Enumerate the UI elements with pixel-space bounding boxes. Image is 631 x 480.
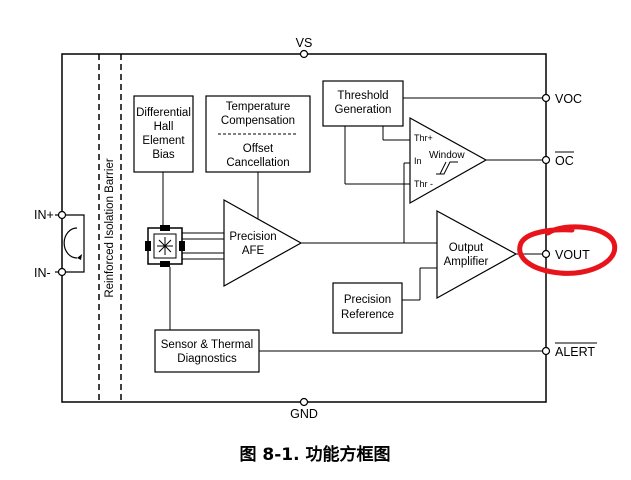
output-amplifier — [436, 209, 518, 300]
afe-text-2: AFE — [242, 245, 265, 257]
current-flow-arrow-icon — [63, 227, 78, 259]
hall-terminal-top — [160, 225, 170, 231]
hall-bias-text-1: Differential — [136, 107, 191, 119]
offset-cancel-text-2: Cancellation — [226, 157, 289, 169]
offset-cancel-text-1: Offset — [243, 143, 274, 155]
hysteresis-icon — [436, 161, 458, 175]
sensor-diagnostics-block — [154, 329, 260, 373]
output-amp-text-2: Amplifier — [444, 256, 489, 268]
gnd-pin — [299, 397, 309, 407]
window-comparator — [409, 116, 488, 205]
precision-ref-text-2: Reference — [341, 309, 394, 321]
temp-comp-text-2: Compensation — [221, 115, 295, 127]
threshold-generation-block — [322, 80, 404, 127]
hall-cross-icon — [157, 237, 173, 255]
in-plus-label: IN+ — [34, 208, 54, 222]
alert-label: ALERT — [555, 345, 595, 359]
precision-afe-amplifier — [223, 198, 303, 288]
vout-pin — [541, 249, 551, 259]
figure-caption: 图 8-1. 功能方框图 — [239, 444, 390, 465]
oc-label: OC — [555, 154, 574, 168]
voc-pin — [541, 93, 551, 103]
in-plus-pin — [57, 210, 67, 220]
output-amp-text-1: Output — [449, 242, 484, 254]
in-minus-label: IN- — [34, 266, 51, 280]
vout-highlight-circle — [517, 224, 618, 276]
vs-label: VS — [296, 36, 313, 50]
vs-pin — [299, 49, 309, 59]
hall-terminal-right — [179, 241, 185, 251]
hall-terminal-left — [145, 241, 151, 251]
vout-label: VOUT — [555, 248, 590, 262]
voc-label: VOC — [555, 92, 582, 106]
oc-pin — [541, 155, 551, 165]
hall-sensor-inner — [153, 233, 177, 259]
threshold-gen-text-2: Generation — [335, 104, 392, 116]
alert-pin — [541, 346, 551, 356]
current-flow-arrowhead-icon — [77, 254, 82, 260]
window-thr-minus-label: Thr - — [414, 179, 433, 189]
wires — [162, 97, 543, 352]
temp-comp-text-1: Temperature — [226, 101, 291, 113]
hall-bias-text-4: Bias — [152, 149, 175, 161]
window-thr-plus-label: Thr+ — [414, 133, 433, 143]
afe-text-1: Precision — [229, 231, 276, 243]
precision-ref-text-1: Precision — [344, 294, 391, 306]
precision-reference-block — [332, 282, 403, 334]
hall-terminal-bottom — [160, 261, 170, 267]
hall-bias-block — [133, 95, 194, 173]
current-conductor-loop — [66, 214, 85, 273]
hall-bias-text-2: Hall — [154, 121, 174, 133]
sensor-diag-text-1: Sensor & Thermal — [161, 339, 253, 351]
in-minus-pin — [57, 267, 67, 277]
sensor-diag-text-2: Diagnostics — [177, 353, 237, 365]
window-in-label: In — [414, 156, 422, 166]
window-label: Window — [429, 150, 465, 161]
threshold-gen-text-1: Threshold — [337, 90, 388, 102]
gnd-label: GND — [290, 407, 318, 421]
isolation-barrier-label: Reinforced Isolation Barrier — [104, 158, 116, 298]
hall-bias-text-3: Element — [142, 135, 185, 147]
